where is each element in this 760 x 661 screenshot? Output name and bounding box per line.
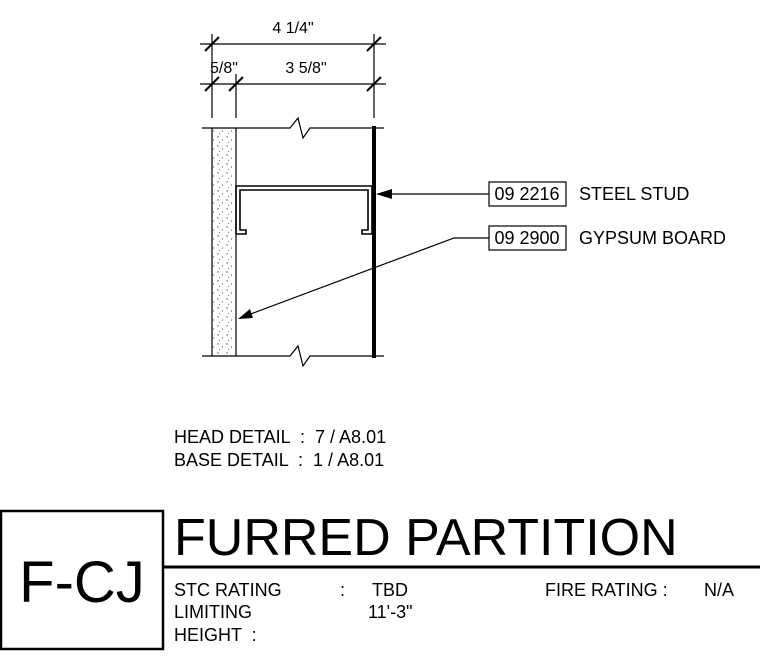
steel-stud-section	[235, 185, 373, 235]
callout-steel-stud: 09 2216 STEEL STUD	[488, 181, 689, 207]
callout-gypsum-board: 09 2900 GYPSUM BOARD	[488, 225, 726, 251]
callout-label: STEEL STUD	[579, 184, 689, 204]
partition-tag-box	[0, 509, 165, 651]
callout-code-box	[488, 181, 567, 207]
limiting-height-value: 11'-3"	[368, 602, 413, 622]
callout-label: GYPSUM BOARD	[579, 228, 726, 248]
callout-code: 09 2900	[494, 228, 559, 248]
callout-code: 09 2216	[494, 184, 559, 204]
base-detail-reference: BASE DETAIL : 1 / A8.01	[174, 450, 384, 470]
fire-rating-label: FIRE RATING :	[545, 580, 668, 600]
partition-title: FURRED PARTITION	[174, 509, 678, 567]
gypsum-board	[211, 128, 237, 356]
stc-rating-separator: :	[340, 580, 345, 600]
partition-tag: F-CJ	[19, 550, 145, 615]
dimension-gypsum: 5/8"	[210, 60, 238, 77]
dimension-lines	[200, 34, 386, 118]
head-detail-reference: HEAD DETAIL : 7 / A8.01	[174, 427, 386, 447]
dimension-stud: 3 5/8"	[285, 60, 326, 77]
limiting-height-label-line1: LIMITING	[174, 602, 252, 622]
callout-code-box	[488, 225, 567, 251]
leader-lines	[238, 189, 489, 319]
break-lines	[202, 116, 384, 368]
dimension-overall: 4 1/4"	[272, 20, 313, 37]
stc-rating-value: TBD	[372, 580, 408, 600]
stc-rating-label: STC RATING	[174, 580, 282, 600]
limiting-height-label-line2: HEIGHT :	[174, 625, 257, 645]
fire-rating-value: N/A	[704, 580, 734, 600]
